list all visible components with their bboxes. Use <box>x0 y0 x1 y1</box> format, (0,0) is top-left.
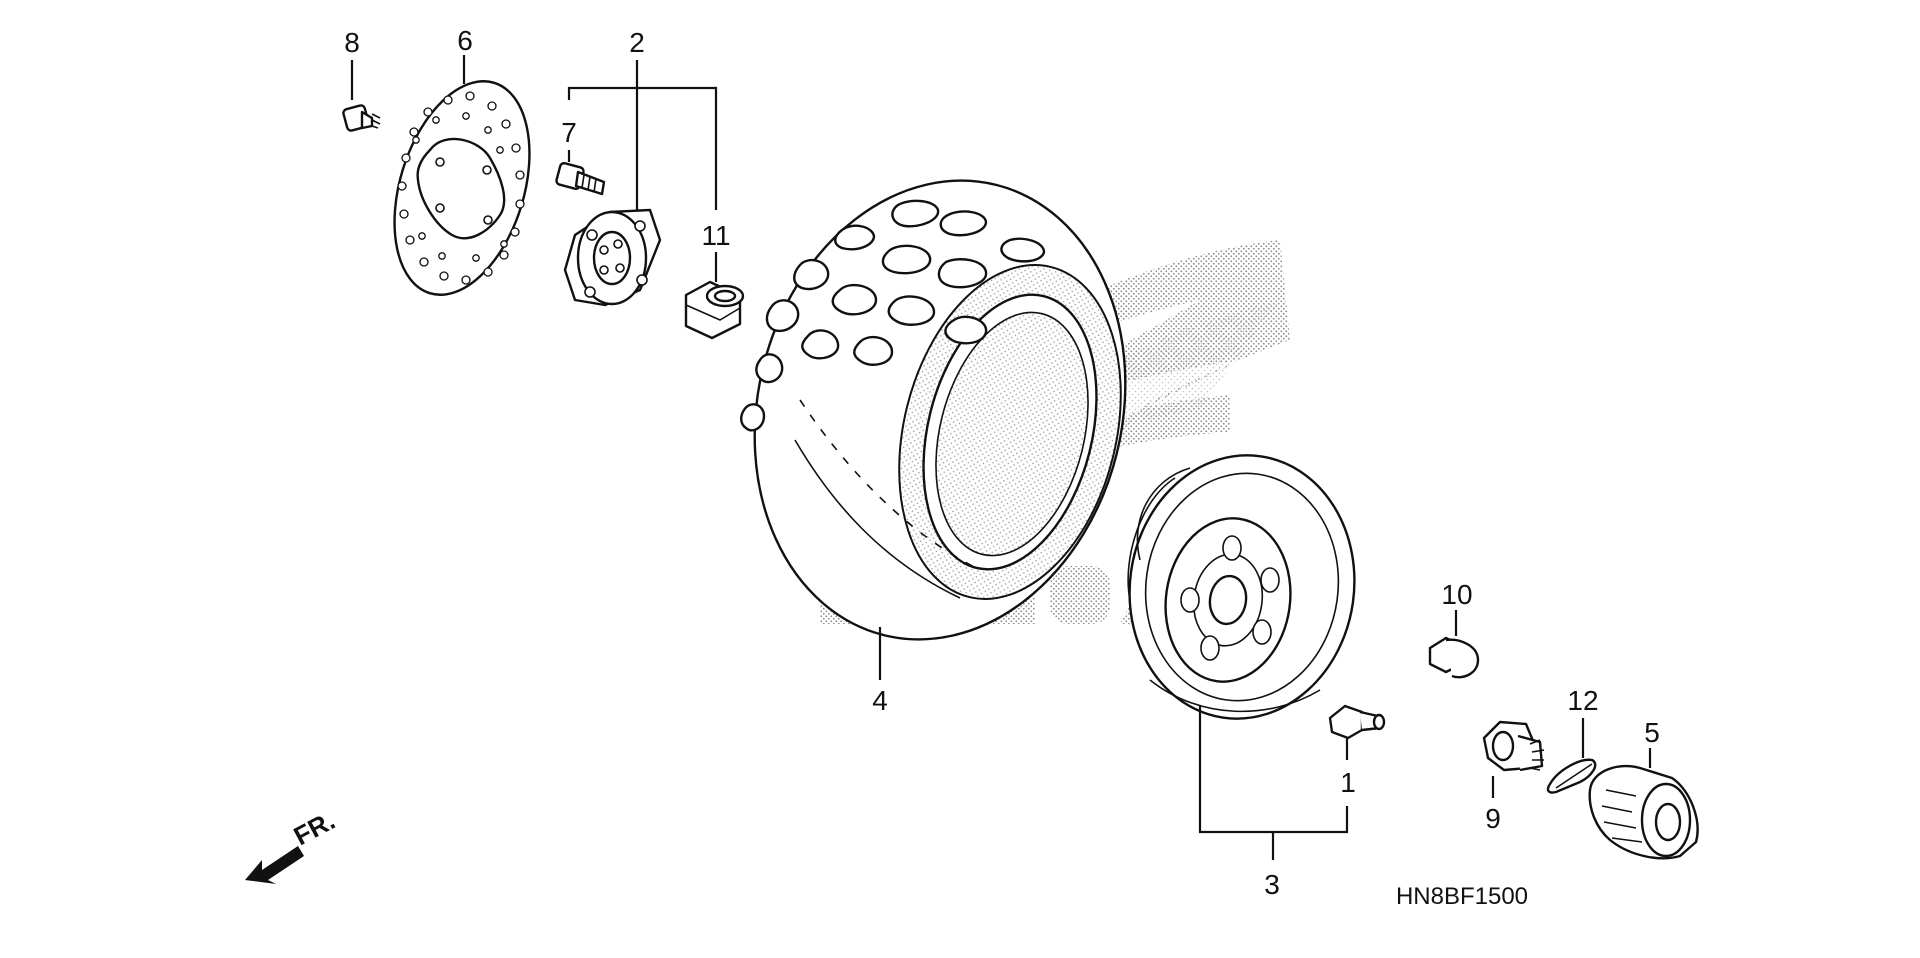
callout-12: 12 <box>1567 685 1598 716</box>
front-direction-arrow-icon: FR. <box>245 805 340 884</box>
castle-nut-9 <box>1482 720 1545 772</box>
bolt-7 <box>555 161 606 196</box>
hub-cap-5 <box>1588 764 1699 860</box>
wheel-rim-3 <box>1127 454 1356 720</box>
hub-2 <box>563 208 662 307</box>
callout-10: 10 <box>1441 579 1472 610</box>
cap-nut-10 <box>1428 636 1480 679</box>
collar-11 <box>684 280 745 340</box>
callout-6: 6 <box>457 25 473 56</box>
valve-1 <box>1328 704 1386 740</box>
flange-bolt-8 <box>342 104 381 132</box>
callout-7: 7 <box>561 117 577 148</box>
brake-disc-6 <box>393 80 531 296</box>
tire-tread-lugs <box>740 199 1046 432</box>
callout-9: 9 <box>1485 803 1501 834</box>
callout-5: 5 <box>1644 717 1660 748</box>
callout-1: 1 <box>1340 767 1356 798</box>
callout-3: 3 <box>1264 869 1280 900</box>
cotter-pin-12 <box>1546 758 1597 794</box>
callout-11: 11 <box>701 220 730 251</box>
diagram-code: HN8BF1500 <box>1396 883 1528 910</box>
leader-lines <box>350 55 1652 860</box>
callout-labels: 8 6 2 7 11 4 10 12 5 1 9 3 <box>344 25 1660 900</box>
tire-4 <box>740 179 1127 641</box>
callout-4: 4 <box>872 685 888 716</box>
callout-2: 2 <box>629 27 645 58</box>
direction-label: FR. <box>289 805 340 851</box>
callout-8: 8 <box>344 27 360 58</box>
